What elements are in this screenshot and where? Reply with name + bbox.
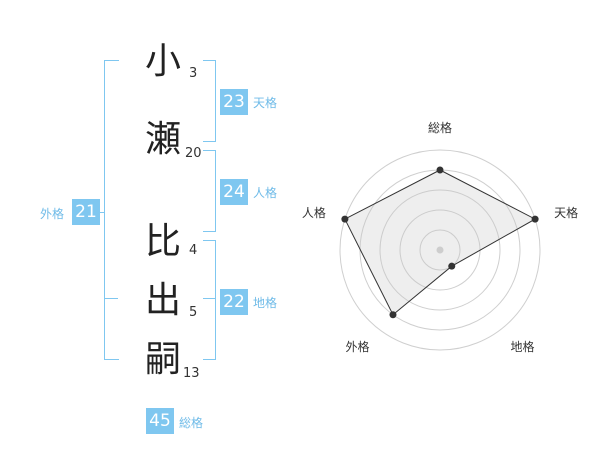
radar-point-5: [341, 215, 349, 223]
gaikaku-bracket: [104, 60, 119, 360]
stroke-count-1: 3: [189, 66, 198, 81]
radar-point-2: [531, 215, 539, 223]
radar-axis-label-2: 天格: [554, 205, 578, 220]
name-char-1: 小: [144, 41, 181, 82]
name-char-4: 出: [144, 280, 181, 321]
radar-point-1: [436, 166, 444, 174]
gaikaku-value-badge: 21: [72, 199, 100, 225]
name-char-3: 比: [144, 221, 181, 262]
radar-polygon: [344, 169, 537, 316]
soukaku-label: 総格: [179, 416, 204, 430]
radar-ring: [419, 229, 461, 271]
jinkaku-label: 人格: [253, 186, 278, 200]
name-char-2: 瀬: [144, 119, 181, 160]
chikaku-label: 地格: [253, 296, 278, 310]
radar-point-3: [448, 262, 456, 270]
radar-ring: [339, 149, 541, 351]
tenkaku-bracket: [203, 60, 216, 142]
radar-axis-label-1: 総格: [428, 120, 452, 135]
radar-center-dot: [436, 246, 444, 254]
stroke-count-5: 13: [183, 366, 200, 381]
radar-point-4: [389, 311, 397, 319]
chikaku-value-badge: 22: [220, 289, 248, 315]
stroke-count-3: 4: [189, 243, 198, 258]
gaikaku-bracket-tick: [104, 298, 118, 299]
radar-ring: [379, 189, 501, 311]
soukaku-value-badge: 45: [146, 408, 174, 434]
radar-data: [341, 166, 539, 319]
jinkaku-bracket: [203, 150, 216, 232]
chikaku-bracket-tick: [203, 298, 215, 299]
radar-axis-label-5: 人格: [302, 205, 326, 220]
radar-axis-label-4: 外格: [345, 339, 369, 354]
tenkaku-value-badge: 23: [220, 89, 248, 115]
name-char-5: 嗣: [144, 339, 181, 380]
tenkaku-label: 天格: [253, 96, 278, 110]
chikaku-bracket: [203, 240, 216, 360]
stroke-count-4: 5: [189, 305, 198, 320]
gaikaku-label: 外格: [40, 207, 65, 221]
stroke-count-2: 20: [185, 146, 202, 161]
jinkaku-value-badge: 24: [220, 179, 248, 205]
radar-axis-label-3: 地格: [511, 339, 535, 354]
